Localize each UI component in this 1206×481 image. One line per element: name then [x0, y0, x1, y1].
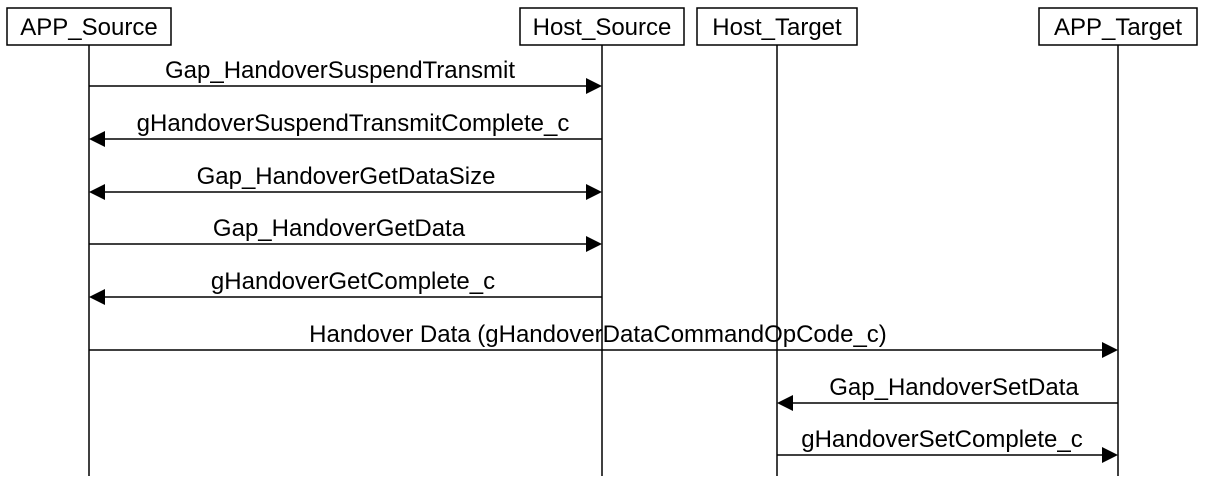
message-handover-data: Handover Data (gHandoverDataCommandOpCod… — [89, 321, 1118, 358]
message-label: Handover Data (gHandoverDataCommandOpCod… — [309, 321, 887, 348]
message-gap-handover-get-data: Gap_HandoverGetData — [89, 215, 602, 252]
message-gap-handover-get-data-size: Gap_HandoverGetDataSize — [89, 163, 602, 200]
participant-app-target: APP_Target — [1038, 7, 1198, 46]
message-label: gHandoverSetComplete_c — [801, 426, 1083, 453]
message-ghandover-get-complete: gHandoverGetComplete_c — [89, 268, 602, 305]
message-label: Gap_HandoverSetData — [829, 374, 1079, 401]
message-gap-handover-suspend-transmit: Gap_HandoverSuspendTransmit — [89, 57, 602, 94]
participant-label: APP_Source — [20, 14, 157, 41]
arrow-right-icon — [586, 236, 602, 252]
participant-app-source: APP_Source — [6, 7, 172, 46]
arrow-left-icon — [89, 184, 105, 200]
arrow-left-icon — [89, 289, 105, 305]
arrow-right-icon — [586, 78, 602, 94]
arrow-right-icon — [1102, 447, 1118, 463]
message-label: gHandoverGetComplete_c — [211, 268, 495, 295]
participant-host-target: Host_Target — [696, 7, 858, 46]
message-gap-handover-set-data: Gap_HandoverSetData — [777, 374, 1118, 411]
participant-label: Host_Source — [533, 14, 672, 41]
message-ghandover-set-complete: gHandoverSetComplete_c — [777, 426, 1118, 463]
message-label: gHandoverSuspendTransmitComplete_c — [137, 110, 570, 137]
arrow-right-icon — [586, 184, 602, 200]
participant-label: Host_Target — [712, 14, 842, 41]
message-label: Gap_HandoverSuspendTransmit — [165, 57, 515, 84]
arrow-right-icon — [1102, 342, 1118, 358]
message-label: Gap_HandoverGetData — [213, 215, 466, 242]
participant-label: APP_Target — [1054, 14, 1182, 41]
arrow-left-icon — [89, 131, 105, 147]
participant-host-source: Host_Source — [519, 7, 685, 46]
message-ghandover-suspend-transmit-complete: gHandoverSuspendTransmitComplete_c — [89, 110, 602, 147]
arrow-left-icon — [777, 395, 793, 411]
message-label: Gap_HandoverGetDataSize — [197, 163, 496, 190]
